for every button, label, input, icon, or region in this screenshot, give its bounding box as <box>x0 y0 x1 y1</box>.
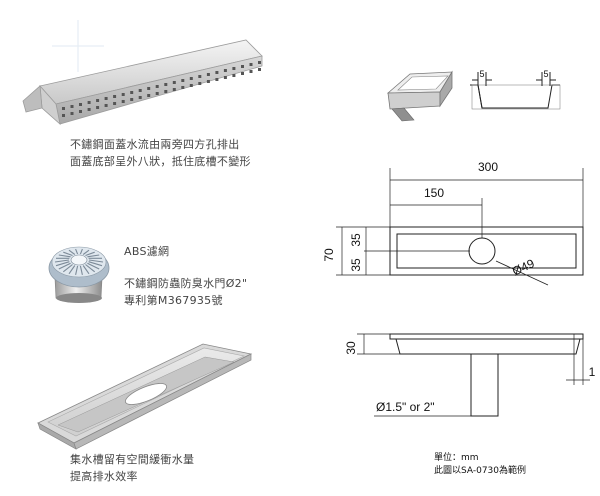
tank-caption-line2: 提高排水效率 <box>70 470 138 483</box>
cover-hole <box>104 97 108 100</box>
filter-slot <box>87 262 100 270</box>
tank-caption-line1: 集水槽留有空間緩衝水量 <box>70 453 195 466</box>
cover-hole <box>181 86 185 89</box>
cover-hole <box>79 103 82 106</box>
cover-hole <box>206 73 210 76</box>
drain-caption-line2: 專利第M367935號 <box>124 294 223 307</box>
lip-label: 1 <box>589 365 596 379</box>
cover-hole <box>155 85 159 88</box>
filter-slot <box>79 265 83 276</box>
cover-hole <box>121 93 125 96</box>
cover-hole <box>87 108 91 111</box>
filter-slot <box>82 265 90 275</box>
model-note: 此圖以SA-0730為範例 <box>434 466 526 476</box>
plan-view-drawing <box>336 168 584 286</box>
unit-note: 單位：mm <box>434 453 479 463</box>
depth-label: 30 <box>344 341 358 355</box>
cover-hole <box>62 114 65 117</box>
cover-hole <box>249 63 253 66</box>
cover-hole <box>198 75 202 78</box>
width-total-label: 70 <box>322 248 336 262</box>
cover-hole <box>249 70 253 73</box>
detail-left-label: 5 <box>479 69 484 79</box>
perforated-cover-illustration <box>22 39 263 126</box>
cover-hole <box>189 84 193 87</box>
detail-right-label: 5 <box>543 69 548 79</box>
cover-caption-line2: 面蓋底部呈外八狀，抵住底槽不變形 <box>70 155 251 168</box>
filter-slot <box>62 264 73 273</box>
cover-hole <box>70 112 74 115</box>
cover-hole <box>62 107 65 110</box>
cover-hole <box>121 100 125 103</box>
filter-slot <box>58 254 71 258</box>
filter-slot <box>82 249 90 255</box>
cover-hole <box>70 105 74 108</box>
collection-tank-illustration <box>37 343 253 450</box>
filter-slot <box>88 261 103 267</box>
cover-caption-line1: 不鏽鋼面蓋水流由兩旁四方孔排出 <box>70 138 240 151</box>
filter-slot <box>54 259 70 263</box>
cover-hole <box>164 83 168 86</box>
drain-caption-line1: 不鏽鋼防蟲防臭水門Ø2" <box>124 277 248 290</box>
filter-slot <box>55 261 70 267</box>
cover-hole <box>258 68 261 71</box>
cover-hole <box>258 61 261 64</box>
cover-hole <box>232 74 236 77</box>
cover-hole <box>147 94 151 97</box>
total-length-label: 300 <box>478 160 498 174</box>
filter-slot <box>79 248 83 255</box>
cover-hole <box>215 71 219 74</box>
hole-position-label: 150 <box>424 186 444 200</box>
cover-hole <box>87 101 91 104</box>
cover-hole <box>223 76 227 79</box>
cover-hole <box>181 79 185 82</box>
cover-hole <box>138 89 142 92</box>
filter-slot <box>58 262 71 270</box>
filter-slot <box>87 254 100 258</box>
cover-hole <box>198 82 202 85</box>
cover-hole <box>130 91 134 94</box>
filter-slot <box>63 251 73 257</box>
width-lower-label: 35 <box>349 258 363 272</box>
cover-hole <box>172 88 176 91</box>
width-upper-label: 35 <box>349 233 363 247</box>
outlet-label: Ø1.5" or 2" <box>376 400 435 414</box>
cover-hole <box>79 110 82 113</box>
cover-hole <box>113 102 117 105</box>
cover-hole <box>155 92 159 95</box>
cover-hole <box>232 67 236 70</box>
cover-hole <box>138 96 142 99</box>
cover-hole <box>113 95 117 98</box>
filter-slot <box>88 259 104 263</box>
cover-hole <box>172 81 176 84</box>
cover-hole <box>147 87 151 90</box>
cover-hole <box>223 69 227 72</box>
cover-hole <box>215 78 219 81</box>
watermark-cross <box>52 20 104 72</box>
filter-slot <box>75 265 79 276</box>
cover-hole <box>96 99 100 102</box>
cover-hole <box>96 106 100 109</box>
filter-slot <box>85 264 96 273</box>
cover-hole <box>104 104 108 107</box>
cover-hole <box>241 65 244 68</box>
frame-part-illustration <box>386 70 453 122</box>
filter-slot <box>68 265 76 275</box>
cover-hole <box>164 90 168 93</box>
filter-slot <box>75 248 79 255</box>
frame-section-detail <box>470 72 561 110</box>
cover-hole <box>206 80 210 83</box>
abs-filter-illustration <box>48 246 110 303</box>
cover-hole <box>241 72 244 75</box>
cover-hole <box>130 98 134 101</box>
cover-hole <box>189 77 193 80</box>
side-view-drawing <box>357 333 590 417</box>
filter-slot <box>85 251 95 257</box>
abs-filter-caption: ABS濾網 <box>124 245 170 258</box>
filter-slot <box>68 249 76 255</box>
